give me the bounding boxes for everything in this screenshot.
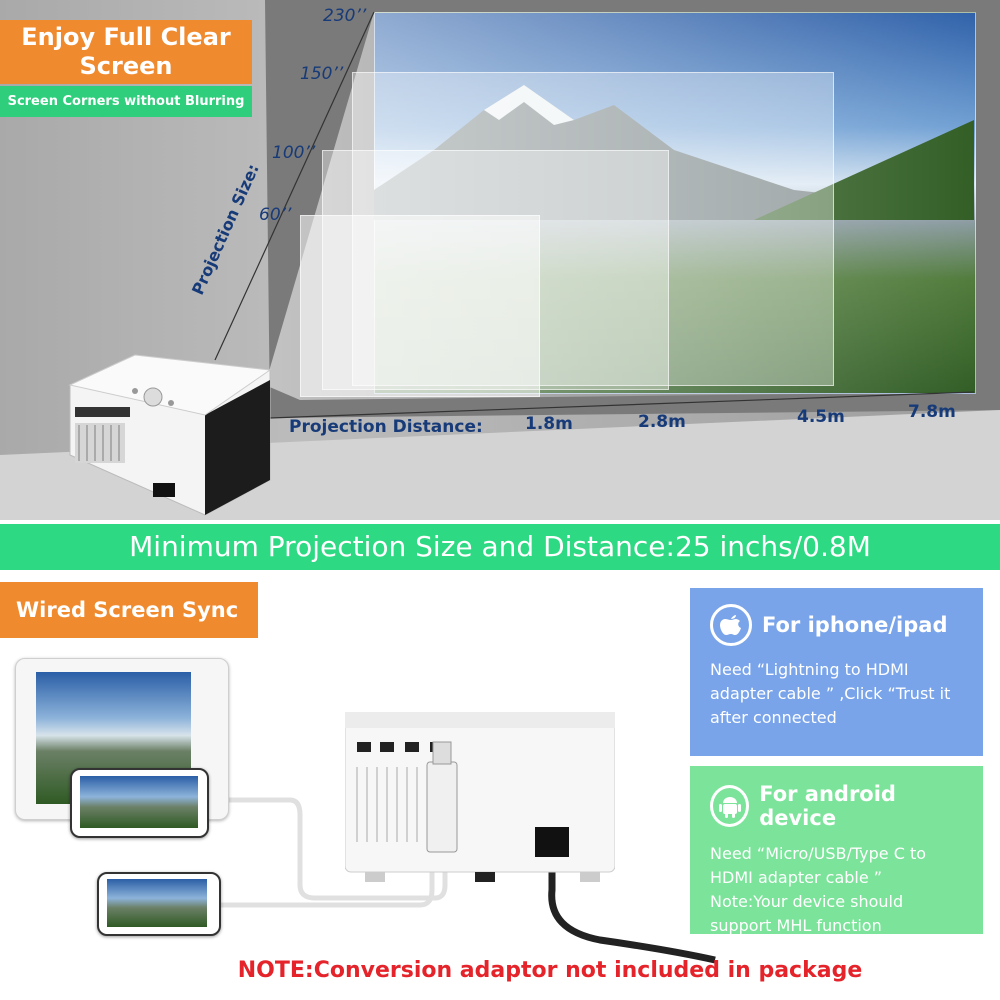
android-title: For android device <box>759 782 896 830</box>
phone-device-top <box>70 768 209 838</box>
distance-label-1: 1.8m <box>525 414 573 434</box>
light-beam <box>265 12 974 400</box>
distance-label-3: 4.5m <box>797 407 845 427</box>
android-info-box: For android device Need “Micro/USB/Type … <box>690 766 983 935</box>
ios-title: For iphone/ipad <box>762 613 948 637</box>
projection-distance-label: Projection Distance: <box>289 417 483 437</box>
distance-label-4: 7.8m <box>908 402 956 422</box>
size-guide-lines <box>214 11 975 419</box>
projection-scene: 230’’ 150’’ 100’’ 60’’ Projection Size: … <box>0 0 1000 520</box>
subheadline-badge: Screen Corners without Blurring <box>0 86 252 117</box>
minimum-size-banner: Minimum Projection Size and Distance:25 … <box>0 524 1000 570</box>
projector-image <box>68 354 272 516</box>
apple-icon <box>710 604 752 646</box>
android-icon <box>710 785 750 827</box>
headline-badge: Enjoy Full Clear Screen <box>0 20 252 84</box>
size-label-60: 60’’ <box>259 205 292 225</box>
package-note: NOTE:Conversion adaptor not included in … <box>237 958 863 983</box>
android-instructions: Need “Micro/USB/Type C to HDMI adapter c… <box>710 844 927 935</box>
size-label-150: 150’’ <box>300 64 344 84</box>
ios-instructions: Need “Lightning to HDMI adapter cable ” … <box>710 660 951 727</box>
wired-sync-badge: Wired Screen Sync <box>0 582 258 638</box>
distance-label-2: 2.8m <box>638 412 686 432</box>
phone-screen <box>80 776 198 828</box>
projector-back-panel <box>345 712 615 882</box>
connection-cables <box>210 797 716 964</box>
size-label-230: 230’’ <box>323 6 367 26</box>
phone-screen <box>107 879 207 927</box>
ios-info-box: For iphone/ipad Need “Lightning to HDMI … <box>690 588 983 756</box>
size-label-100: 100’’ <box>272 143 316 163</box>
phone-device-bottom <box>97 872 221 936</box>
